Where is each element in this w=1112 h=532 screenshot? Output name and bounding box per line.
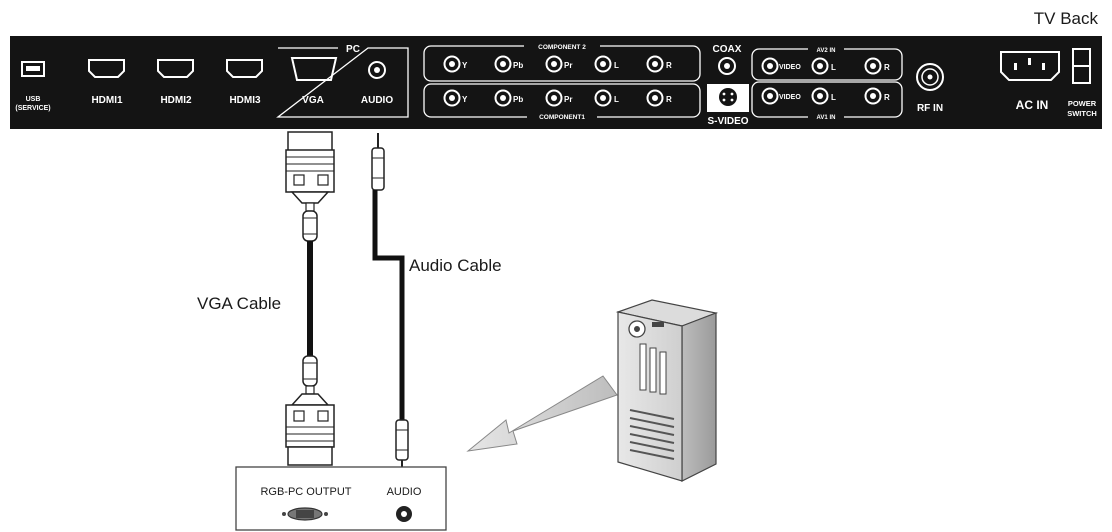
pc-output-box: RGB-PC OUTPUT AUDIO <box>235 466 447 531</box>
pc-audio-output-label: AUDIO <box>387 486 422 498</box>
pc-group-label: PC <box>346 44 360 55</box>
av1-video-jack: VIDEO <box>761 87 801 105</box>
av2-l-jack: L <box>811 57 836 75</box>
rf-in-port: RF IN <box>916 63 944 114</box>
audio-output-jack-icon <box>396 506 412 522</box>
component2-l-jack: L <box>594 55 619 73</box>
switch-label: SWITCH <box>1067 109 1097 118</box>
av2-group: AV2 IN VIDEO L R <box>751 45 903 81</box>
jack-label: Y <box>462 95 468 104</box>
audio-cable <box>371 133 409 470</box>
jack-label: R <box>884 63 890 72</box>
component2-group: COMPONENT 2 Y Pb Pr L R <box>423 42 701 82</box>
pc-port-group: PC VGA AUDIO <box>276 44 409 118</box>
rgb-pc-output-label: RGB-PC OUTPUT <box>260 486 351 498</box>
tv-back-label: TV Back <box>1034 9 1099 28</box>
jack-label: R <box>884 93 890 102</box>
jack-label: VIDEO <box>779 64 801 71</box>
rf-in-label: RF IN <box>917 103 943 114</box>
vga-cable-label: VGA Cable <box>197 294 281 313</box>
component2-y-jack: Y <box>443 55 468 73</box>
component1-pb-jack: Pb <box>494 89 523 107</box>
tv-back-panel: USB (SERVICE) HDMI1 HDMI2 HDMI3 PC VGA A… <box>10 36 1102 129</box>
svideo-label: S-VIDEO <box>707 116 748 127</box>
component2-pr-jack: Pr <box>545 55 572 73</box>
jack-label: Y <box>462 61 468 70</box>
svideo-port: S-VIDEO <box>707 84 749 127</box>
usb-service-label: (SERVICE) <box>15 105 50 112</box>
jack-label: Pr <box>564 61 572 70</box>
vga-cable <box>285 131 335 466</box>
hdmi1-port: HDMI1 <box>88 59 125 106</box>
jack-label: VIDEO <box>779 94 801 101</box>
audio-cable-label: Audio Cable <box>409 256 502 275</box>
jack-label: Pb <box>513 61 523 70</box>
av2-video-jack: VIDEO <box>761 57 801 75</box>
component2-r-jack: R <box>646 55 672 73</box>
usb-label: USB <box>26 96 41 103</box>
component1-l-jack: L <box>594 89 619 107</box>
pointer-arrow <box>466 375 618 452</box>
av1-label: AV1 IN <box>817 115 836 121</box>
coax-label: COAX <box>713 44 742 55</box>
component2-pb-jack: Pb <box>494 55 523 73</box>
vga-label: VGA <box>302 95 324 106</box>
av1-r-jack: R <box>864 87 890 105</box>
hdmi2-label: HDMI2 <box>160 95 192 106</box>
jack-label: L <box>614 95 619 104</box>
component1-group: COMPONENT1 Y Pb Pr L R <box>423 83 701 121</box>
component1-y-jack: Y <box>443 89 468 107</box>
vga-port <box>290 57 338 81</box>
jack-label: L <box>831 93 836 102</box>
av1-l-jack: L <box>811 87 836 105</box>
coax-port: COAX <box>713 44 742 75</box>
component2-label: COMPONENT 2 <box>538 44 586 51</box>
rgb-output-port-icon <box>282 507 328 521</box>
jack-label: Pb <box>513 95 523 104</box>
usb-port: USB (SERVICE) <box>15 61 51 112</box>
component1-label: COMPONENT1 <box>539 114 585 121</box>
component1-pr-jack: Pr <box>545 89 572 107</box>
av2-label: AV2 IN <box>817 48 836 54</box>
jack-label: R <box>666 61 672 70</box>
hdmi1-label: HDMI1 <box>91 95 123 106</box>
pc-audio-jack <box>368 61 386 79</box>
power-switch: POWER SWITCH <box>1067 48 1097 118</box>
hdmi3-label: HDMI3 <box>229 95 261 106</box>
jack-label: L <box>831 63 836 72</box>
av1-group: AV1 IN VIDEO L R <box>751 81 903 121</box>
ac-in-label: AC IN <box>1016 98 1049 112</box>
hdmi3-port: HDMI3 <box>226 59 263 106</box>
hdmi2-port: HDMI2 <box>157 59 194 106</box>
audio-label: AUDIO <box>361 95 393 106</box>
jack-label: Pr <box>564 95 572 104</box>
ac-in-socket: AC IN <box>1000 51 1060 112</box>
jack-label: L <box>614 61 619 70</box>
av2-r-jack: R <box>864 57 890 75</box>
power-label: POWER <box>1068 99 1097 108</box>
jack-label: R <box>666 95 672 104</box>
component1-r-jack: R <box>646 89 672 107</box>
computer-tower <box>615 299 719 482</box>
